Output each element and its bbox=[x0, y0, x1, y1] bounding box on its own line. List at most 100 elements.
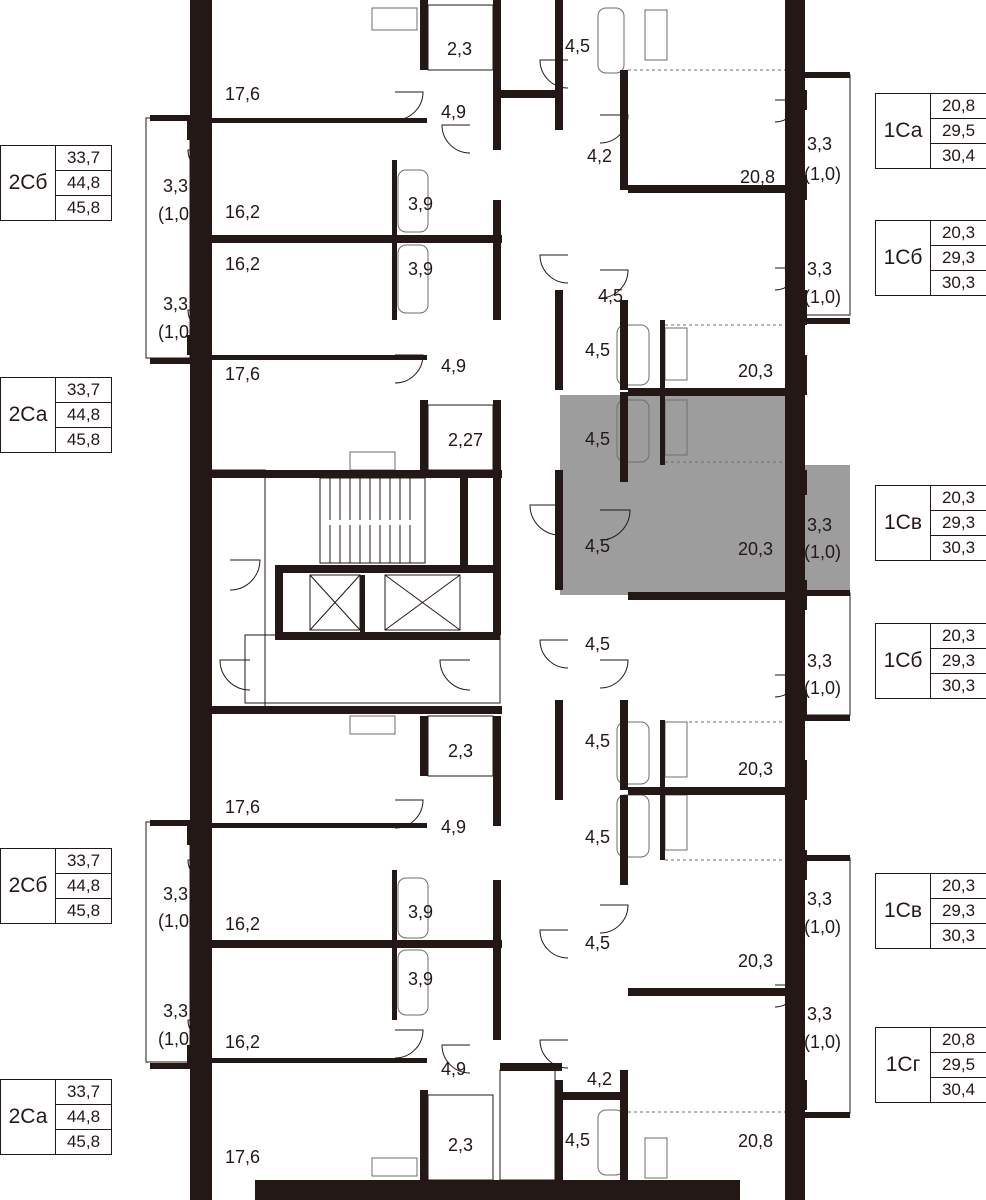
wall bbox=[500, 90, 562, 98]
wall bbox=[800, 72, 850, 78]
room-area-label: 20,3 bbox=[738, 539, 773, 559]
room-area-label: 4,5 bbox=[565, 36, 590, 56]
wall bbox=[275, 565, 283, 635]
wall bbox=[190, 0, 212, 1200]
wall bbox=[212, 823, 427, 828]
room-area-label: 17,6 bbox=[225, 797, 260, 817]
stove bbox=[664, 721, 688, 778]
door-swing bbox=[219, 659, 251, 691]
room-area-label: 4,9 bbox=[441, 817, 466, 837]
wall bbox=[785, 690, 807, 720]
room-area-label: 20,3 bbox=[738, 759, 773, 779]
room-area-label: 3,3 bbox=[807, 651, 832, 671]
room-area-label: 4,5 bbox=[585, 429, 610, 449]
room-area-label: 4,5 bbox=[585, 933, 610, 953]
shaft-cross bbox=[384, 574, 461, 631]
wall bbox=[628, 592, 788, 600]
unit-area-value: 33,7 bbox=[56, 849, 111, 874]
stove bbox=[644, 9, 668, 61]
unit-code: 1Сб bbox=[876, 221, 931, 295]
wall bbox=[212, 235, 502, 243]
room-area-label: 20,3 bbox=[738, 361, 773, 381]
door-swing bbox=[394, 91, 424, 121]
wall bbox=[212, 355, 427, 360]
room-area-label: 3,3 bbox=[807, 515, 832, 535]
room-area-label: 2,3 bbox=[448, 1135, 473, 1155]
room-area-label: 3,3 bbox=[163, 176, 188, 196]
unit-area-value: 20,8 bbox=[931, 1028, 986, 1053]
wall bbox=[620, 392, 628, 482]
wall bbox=[212, 470, 502, 478]
wall bbox=[620, 70, 628, 190]
wall bbox=[555, 470, 563, 590]
wall bbox=[660, 790, 665, 860]
wall bbox=[660, 320, 665, 390]
wall bbox=[628, 988, 788, 996]
door-swing bbox=[439, 659, 471, 691]
wall bbox=[420, 1090, 428, 1180]
room-area-label: 4,9 bbox=[441, 1059, 466, 1079]
outline bbox=[799, 74, 851, 316]
wall bbox=[785, 175, 807, 200]
unit-area-value: 30,3 bbox=[941, 926, 976, 945]
bathtub bbox=[397, 877, 429, 939]
room-area-label: 3,3 bbox=[807, 259, 832, 279]
wall bbox=[275, 565, 500, 573]
wall bbox=[628, 787, 788, 795]
wall bbox=[555, 1092, 625, 1100]
room-area-label: 3,9 bbox=[408, 969, 433, 989]
door-swing bbox=[599, 509, 631, 541]
wall bbox=[620, 700, 628, 790]
wall bbox=[620, 300, 628, 390]
room-area-label: 4,5 bbox=[565, 1130, 590, 1150]
room-area-label: 3,3 bbox=[163, 1001, 188, 1021]
unit-area-value: 29,3 bbox=[931, 511, 986, 536]
stove bbox=[349, 451, 396, 471]
wall bbox=[785, 470, 807, 495]
room-area-label: 3,9 bbox=[408, 259, 433, 279]
unit-area-value: 45,8 bbox=[66, 1132, 101, 1151]
stove bbox=[371, 7, 418, 31]
door-swing bbox=[229, 559, 261, 591]
room-area-label: (1,0) bbox=[804, 1032, 841, 1052]
room-area-label: 20,3 bbox=[738, 951, 773, 971]
room-area-label: 2,3 bbox=[448, 741, 473, 761]
unit-area-value: 29,5 bbox=[931, 119, 986, 144]
wall bbox=[392, 160, 397, 235]
stove bbox=[371, 1157, 418, 1177]
room-area-label: (1,0) bbox=[804, 542, 841, 562]
wall bbox=[255, 1180, 740, 1200]
unit-area-value: 30,3 bbox=[941, 676, 976, 695]
unit-area-value: 44,8 bbox=[56, 403, 111, 428]
room-area-label: 4,2 bbox=[587, 146, 612, 166]
bathtub bbox=[616, 324, 650, 386]
room-area-label: 4,9 bbox=[441, 102, 466, 122]
room-area-label: 2,27 bbox=[448, 430, 483, 450]
door-swing bbox=[441, 1044, 471, 1074]
room-area-label: 20,8 bbox=[740, 167, 775, 187]
wall bbox=[660, 395, 665, 465]
room-area-label: 4,5 bbox=[585, 827, 610, 847]
unit-area-value: 44,8 bbox=[56, 1105, 111, 1130]
room-area-label: 17,6 bbox=[225, 84, 260, 104]
wall bbox=[360, 575, 365, 635]
unit-area-value: 45,8 bbox=[66, 430, 101, 449]
wall bbox=[392, 240, 397, 320]
room-area-label: 3,3 bbox=[163, 884, 188, 904]
room-area-label: 16,2 bbox=[225, 914, 260, 934]
unit-area-value: 20,3 bbox=[931, 221, 986, 246]
unit-area-value: 20,3 bbox=[931, 624, 986, 649]
outline bbox=[499, 1069, 556, 1181]
outline bbox=[384, 574, 461, 631]
wall bbox=[785, 290, 807, 325]
stove bbox=[664, 794, 688, 851]
room-area-label: 20,8 bbox=[738, 1131, 773, 1151]
